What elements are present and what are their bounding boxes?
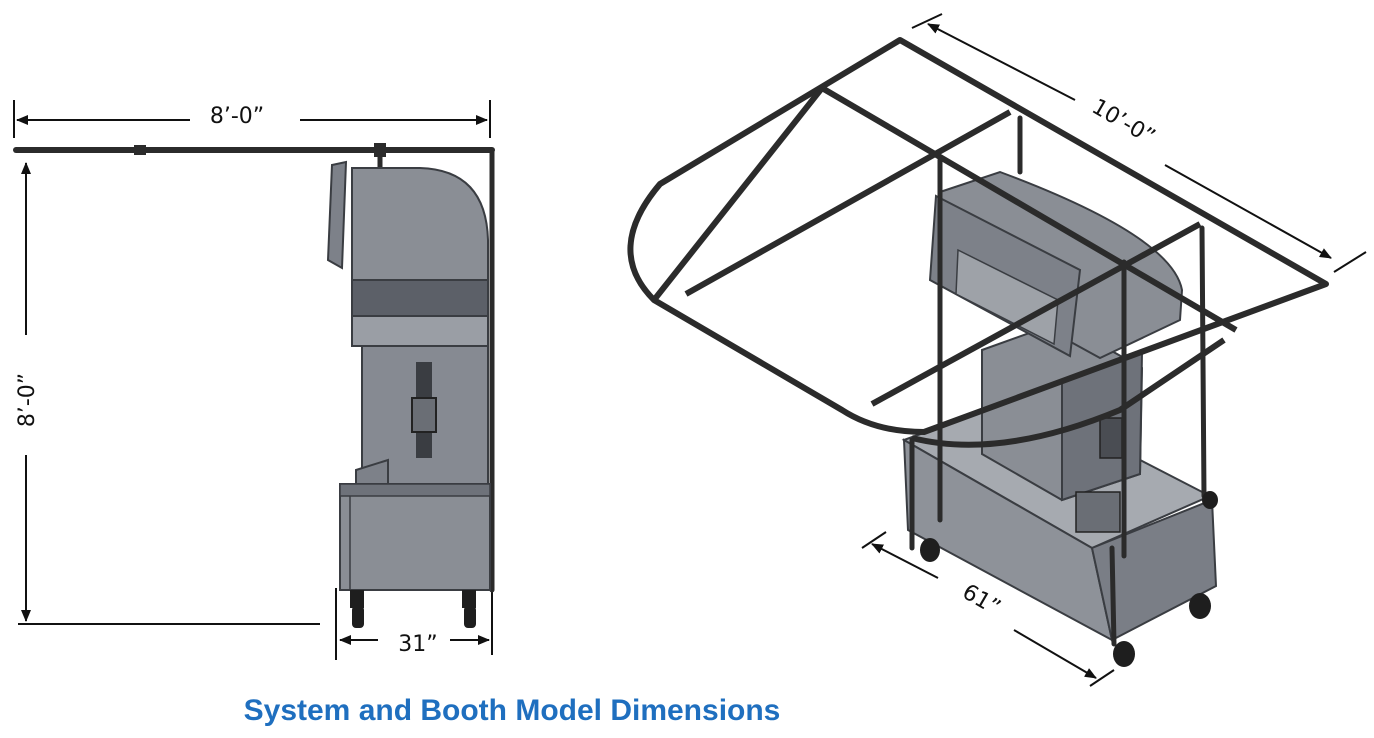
side-depth-label: 31” [398,632,437,657]
side-height-label: 8’-0” [15,373,40,427]
side-width-dimension [13,100,491,138]
iso-casters [920,491,1218,667]
side-cabinet [339,483,491,591]
iso-canopy-frame [627,37,1329,448]
side-depth-dimension [335,588,493,660]
iso-depth-label: 61” [958,580,1005,621]
side-height-dimension [18,162,320,625]
iso-posts [909,115,1207,647]
side-casters [350,590,476,628]
iso-depth-dimension [861,531,1115,687]
iso-view: 10’-0” 61” [627,13,1367,687]
side-booth [326,160,489,489]
iso-length-dimension [911,13,1367,273]
iso-length-label: 10’-0” [1087,94,1159,150]
figure-caption: System and Booth Model Dimensions [243,694,781,727]
side-width-label: 8’-0” [210,104,264,129]
side-view: 8’-0” 8’-0” 31” [13,100,495,660]
